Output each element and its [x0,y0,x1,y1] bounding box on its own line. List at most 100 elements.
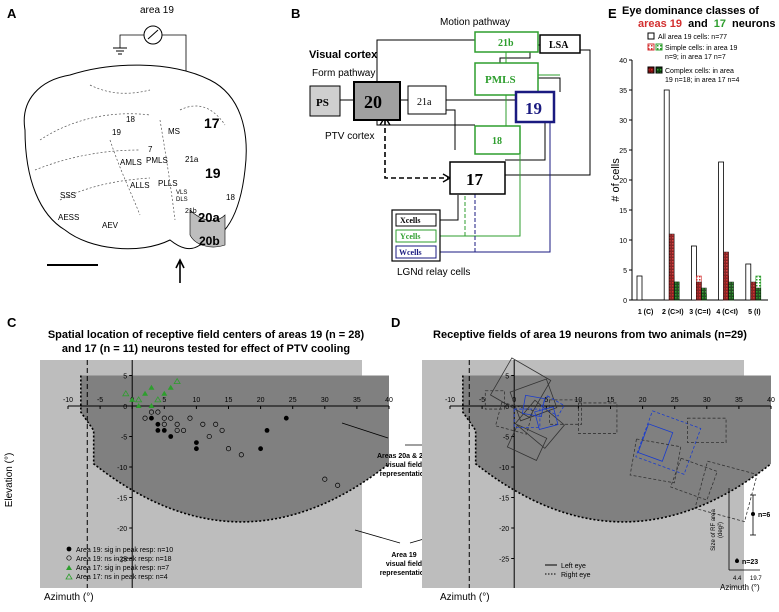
box-ps-label: PS [316,97,329,109]
rf-outline-right-eye [484,390,505,410]
title-neurons: neurons [732,18,775,30]
x-tick-label: 30 [703,397,711,404]
ycells-box [395,229,437,243]
rf-outline-left-eye [521,394,545,418]
bar-complex-17 [673,281,680,301]
legend-swatch-simple17 [655,43,663,51]
inset-ylabel-2: (deg²) [718,522,724,538]
box-lsa [539,34,581,54]
x-tick-label: 20 [257,397,265,404]
rf-outline-right-eye [687,417,727,444]
x-tick-label: 0 [512,397,516,404]
wcells-label: Wcells [399,248,422,257]
point-19-ns [213,421,219,427]
point-19-ns [219,427,225,433]
x-tick-label: 15 [607,397,615,404]
rf-outline-right-eye [578,402,618,434]
point-19-ns [238,452,244,458]
chart-title-line1: Eye dominance classes of [622,5,759,17]
area-label: AEV [102,221,119,230]
panel-e: E Eye dominance classes of areas 19 and … [608,5,775,316]
point-19-sig [149,415,154,421]
box-17-label: 17 [466,170,484,189]
point-19-ns [225,446,232,452]
bar-complex-19 [668,233,675,301]
x-tick-label: 25 [671,397,679,404]
point-17-sig [148,403,155,408]
point-19-sig [194,446,199,452]
mid-label-a20: representation [380,471,429,478]
point-17-sig [135,403,142,408]
point-19-ns [148,409,155,415]
x-tick-label: -5 [97,397,103,404]
area-label: MS [168,127,180,136]
panel-a: A area 19 18 19 17 MS 7 PMLS 21a 19 AMLS… [7,5,247,283]
area-20a-shading [189,209,226,248]
x-tick-label: 4 (C<I) [716,309,738,316]
bar-all [663,89,670,301]
rf-outline-right-eye [549,399,583,425]
point-19-sig [283,415,289,421]
ptv-cortex-label: PTV cortex [325,131,374,142]
point-19-sig [264,428,270,433]
box-lsa-label: LSA [549,40,569,51]
y-tick-label: -25 [117,557,127,564]
mid-label-a19: Area 19 [391,552,416,559]
area-label: 18 [226,193,235,202]
area-label: PMLS [146,156,168,165]
x-tick-label: 2 (C>I) [662,309,684,316]
panel-d: D Receptive fields of area 19 neurons fr… [391,315,775,603]
bar-complex-17 [755,287,762,301]
bar-all [718,161,724,301]
x-tick-label: 5 (I) [748,309,760,316]
bar-all [636,275,643,301]
x-tick-label: -10 [445,397,455,404]
legend-all: All area 19 cells: n=77 [658,34,727,41]
y-tick-label: -10 [499,465,509,472]
y-tick-label: 15 [619,208,627,215]
mid-label-a20: visual field [386,462,422,469]
panel-c-legend: Area 19: sig in peak resp: n=10 Area 19:… [65,546,173,581]
x-tick-label: -10 [63,397,73,404]
legend-c-2: Area 17: sig in peak resp: n=7 [76,565,169,572]
x-tick-label: 5 [544,397,548,404]
x-tick-label: 25 [289,397,297,404]
dark-field-region [462,375,771,522]
xcells-label: Xcells [400,216,420,225]
rf-outline-right-eye [629,438,682,484]
point-17-sig [148,384,155,390]
point-19-ns [155,409,161,415]
box-pmls [474,62,539,96]
field-boundary [80,375,390,523]
area-label: 7 [148,145,153,154]
point-17-sig [142,390,149,396]
y-axis-label: # of cells [610,158,622,202]
panel-c-label: C [7,315,17,330]
x-tick-label: 10 [575,397,583,404]
y-tick-label: 5 [505,374,509,381]
motion-pathway-label: Motion pathway [440,17,510,28]
electrode-label: area 19 [140,5,174,16]
inset-ylabel-1: Size of RF area [711,508,717,550]
legend-simple-2: n=9; in area 17 n=7 [665,54,726,61]
inset-n23: n=23 [742,559,758,566]
panel-c-title-2: and 17 (n = 11) neurons tested for effec… [62,343,350,355]
box-20-label: 20 [364,92,382,112]
point-19-sig [155,421,161,427]
x-tick-label: 5 [162,397,166,404]
area-label: 19 [112,128,121,137]
legend-c-3: Area 17: ns in peak resp: n=4 [76,574,168,581]
rf-outline-right-eye [495,401,534,435]
rf-outline-left-eye [534,406,559,431]
legend-right-eye: Right eye [561,572,591,579]
y-tick-label: -10 [117,465,127,472]
area-label: PLLS [158,179,178,188]
point-19-sig [161,428,167,433]
y-tick-label: -25 [499,557,509,564]
legend-complex-1: Complex cells: in area [665,68,734,75]
x-tick-label: -5 [479,397,485,404]
